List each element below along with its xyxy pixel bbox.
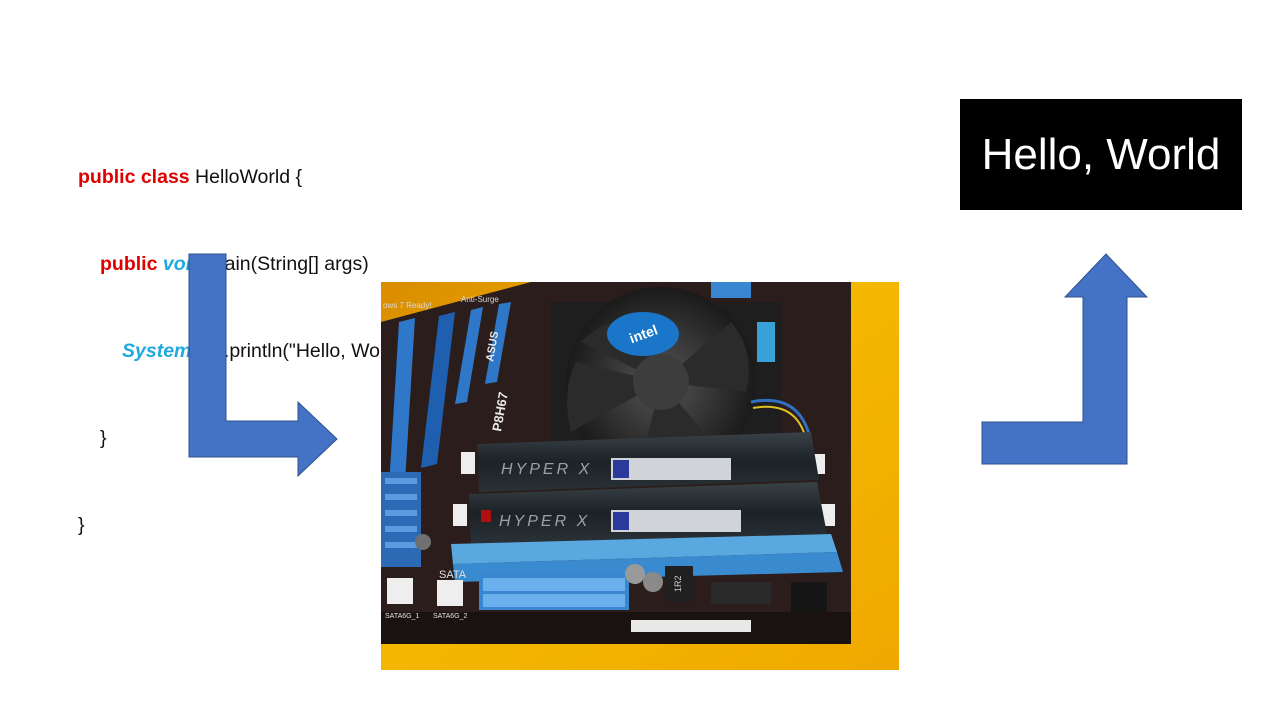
code-keyword: public: [100, 253, 158, 275]
bent-arrow-down-right-icon: [188, 253, 338, 478]
capacitor: [643, 572, 663, 592]
ram-module: HYPER X: [477, 432, 819, 492]
inductor-label: 1R2: [673, 575, 683, 592]
program-output-text: Hello, World: [981, 129, 1221, 179]
board-chip: [791, 582, 827, 612]
board-header-label: ows 7 Ready!: [383, 301, 431, 310]
board-chip: [711, 582, 771, 604]
program-output-box: Hello, World: [960, 99, 1242, 210]
board-model-label: P8H67: [489, 391, 511, 433]
bent-arrow-right-up-icon: [981, 253, 1149, 465]
sata-port: [387, 578, 413, 604]
pcie-slot: [389, 318, 415, 487]
inductor: [665, 566, 693, 602]
serial-sticker: [631, 620, 751, 632]
dimm-slot: [451, 534, 837, 564]
pcie-slot: [421, 312, 455, 468]
capacitor: [415, 534, 431, 550]
ram-clip: [821, 504, 835, 526]
code-text: }: [78, 514, 85, 536]
code-line-1: public class HelloWorld {: [78, 163, 421, 192]
code-snippet: public class HelloWorld { public void ma…: [78, 105, 421, 569]
cpu-cooler: intel: [551, 287, 781, 477]
arrow-shape: [188, 253, 338, 478]
chipset-heatsink: [381, 472, 421, 567]
ram-brand-label: HYPER X: [501, 461, 592, 478]
arrow-shape: [981, 253, 1149, 465]
code-text: main(String[] args): [202, 253, 369, 275]
ram-clip: [453, 504, 467, 526]
code-keyword: public class: [78, 166, 190, 188]
code-text: HelloWorld {: [189, 166, 302, 188]
code-line-5: }: [78, 511, 421, 540]
capacitor: [625, 564, 645, 584]
sata-port: [437, 580, 463, 606]
motherboard-photo: ASUS P8H67 ows 7 Ready! Anti-Surge intel…: [381, 282, 899, 670]
board-header-label: Anti-Surge: [461, 295, 499, 304]
pcie-slot: [455, 307, 483, 404]
code-text: }: [100, 427, 107, 449]
board-brand-label: ASUS: [484, 330, 501, 362]
ram-module: HYPER X: [469, 482, 827, 544]
board-header: [757, 322, 775, 362]
code-keyword: System: [122, 340, 192, 362]
sata-label: SATA: [439, 569, 467, 581]
sata-port-label: SATA6G_2: [433, 613, 467, 620]
pcie-slot: [485, 302, 511, 384]
ram-clip: [461, 452, 475, 474]
code-line-4: }: [78, 424, 421, 453]
sata-port-label: SATA6G_1: [385, 613, 419, 620]
ram-brand-label: HYPER X: [499, 513, 590, 530]
board-header: [711, 282, 751, 298]
atx-connector: [479, 574, 629, 610]
